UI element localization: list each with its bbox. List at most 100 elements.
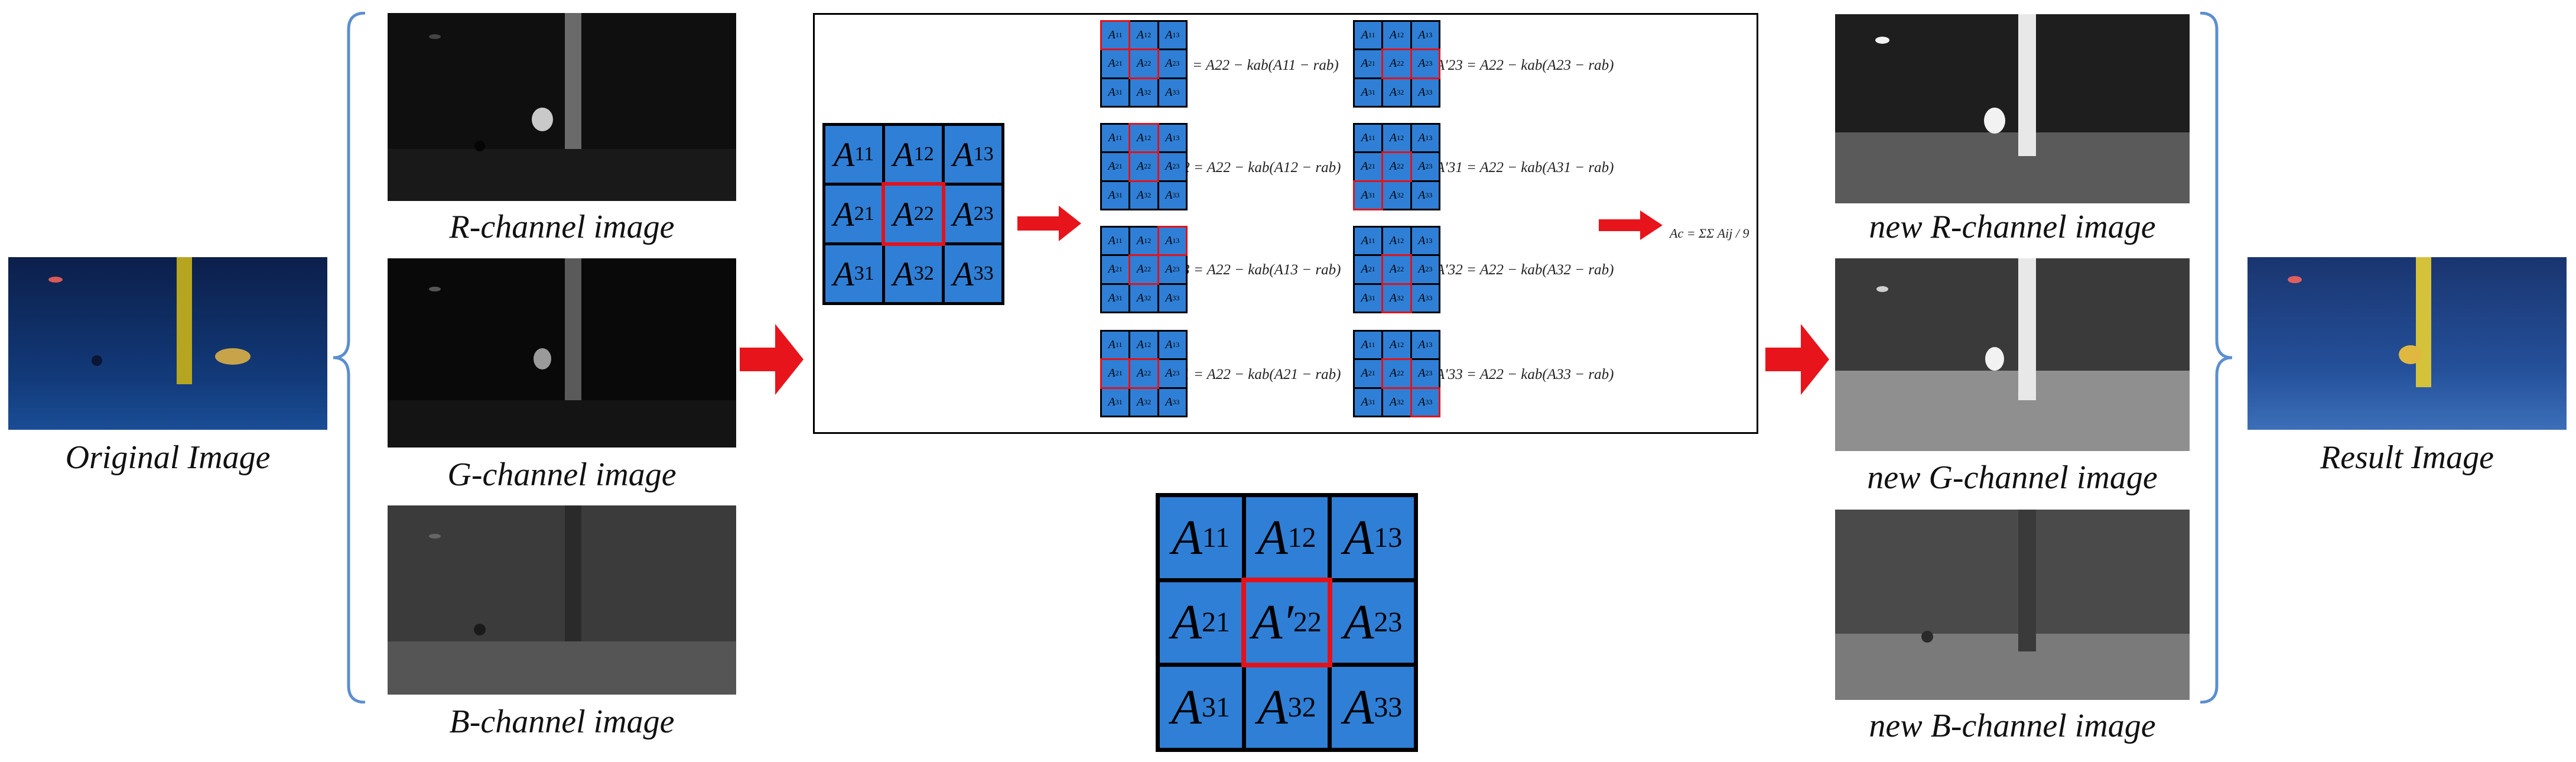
arrow-to-new-channels — [1765, 324, 1829, 395]
new-g-caption: new G-channel image — [1867, 459, 2158, 496]
new-b-channel-image — [1835, 510, 2190, 700]
equation-a33: A′33 = A22 − kab(A33 − rab) — [1436, 367, 1614, 382]
g-channel-caption: G-channel image — [447, 456, 676, 493]
result-cell-a22-prime: A′22 — [1241, 577, 1333, 668]
result-image — [2248, 257, 2567, 430]
b-channel-caption: B-channel image — [449, 703, 675, 740]
equation-a31: A′31 = A22 − kab(A31 − rab) — [1436, 160, 1614, 176]
new-r-channel-image — [1835, 14, 2190, 203]
right-brace — [2200, 12, 2233, 703]
equation-a13: A′13 = A22 − kab(A13 − rab) — [1163, 262, 1341, 278]
b-channel-image — [388, 505, 736, 695]
left-brace — [333, 12, 366, 703]
new-g-channel-image — [1835, 258, 2190, 451]
equation-a21: A′21 = A22 − kab(A21 − rab) — [1163, 367, 1341, 382]
original-image — [8, 257, 327, 430]
arrow-to-process — [740, 324, 804, 395]
equation-a12: A′12 = A22 − kab(A12 − rab) — [1163, 160, 1341, 176]
equation-a32: A′32 = A22 − kab(A32 − rab) — [1436, 262, 1614, 278]
original-caption: Original Image — [65, 439, 271, 476]
g-channel-image — [388, 258, 736, 448]
new-r-caption: new R-channel image — [1869, 209, 2156, 245]
arrow-to-mini-grids — [1017, 206, 1081, 241]
